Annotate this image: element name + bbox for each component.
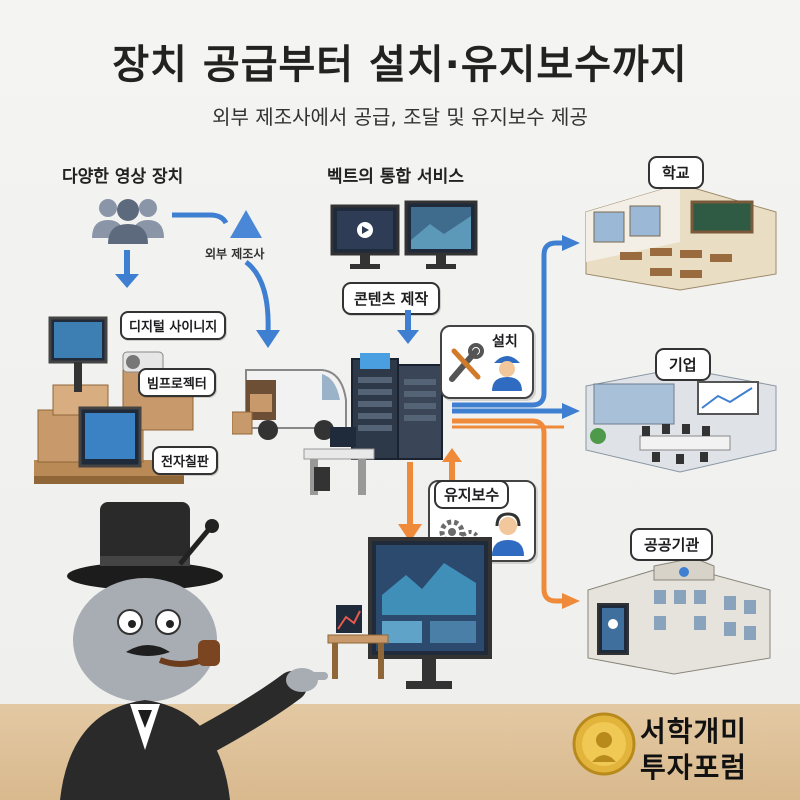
arrow-to-van (244, 260, 280, 348)
device-boxes-illustration (34, 316, 194, 484)
content-production-label: 콘텐츠 제작 (342, 282, 441, 315)
device-label-projector: 빔프로젝터 (138, 368, 216, 397)
maintenance-label: 유지보수 (434, 480, 510, 509)
maintenance-display-illustration (327, 537, 492, 689)
support-agent-icon (492, 512, 524, 556)
users-icon (92, 199, 164, 244)
device-label-digital-signage: 디지털 사이니지 (120, 311, 227, 340)
install-label: 설치 (492, 334, 518, 350)
worker-icon (492, 356, 522, 391)
destination-label-public-institution: 공공기관 (630, 528, 714, 561)
page-subtitle: 외부 제조사에서 공급, 조달 및 유지보수 제공 (212, 105, 588, 129)
page-title: 장치 공급부터 설치·유지보수까지 (112, 42, 688, 88)
arrow-to-server (397, 310, 419, 344)
public-building-illustration (587, 557, 771, 675)
left-section-title: 다양한 영상 장치 (62, 167, 184, 187)
destination-label-company: 기업 (655, 348, 711, 381)
arrow-down-to-devices (115, 250, 139, 288)
logo-line-2: 투자포럼 (640, 751, 748, 784)
device-label-eboard: 전자칠판 (152, 446, 218, 475)
logo-line-1: 서학개미 (640, 715, 748, 748)
supplier-triangle-icon (230, 210, 262, 238)
content-monitors-illustration (330, 200, 478, 269)
destination-label-school: 학교 (648, 156, 704, 189)
company-office-illustration (585, 367, 777, 473)
arrow-to-supplier (172, 212, 229, 225)
school-room-illustration (585, 183, 777, 291)
gold-coin-icon (572, 712, 636, 776)
center-section-title: 벡트의 통합 서비스 (327, 167, 464, 187)
server-desk-illustration (303, 353, 443, 495)
install-bubble: 설치 (440, 325, 534, 399)
mascot-character-illustration (60, 502, 328, 800)
arrow-up-orange (442, 448, 462, 482)
arrow-down-orange (398, 462, 422, 542)
delivery-van-illustration (232, 369, 347, 440)
arrows-to-destinations (452, 235, 580, 609)
supplier-label: 외부 제조사 (205, 247, 265, 261)
tools-icon (449, 343, 484, 382)
brand-logo: 서학개미 투자포럼 (572, 708, 787, 788)
